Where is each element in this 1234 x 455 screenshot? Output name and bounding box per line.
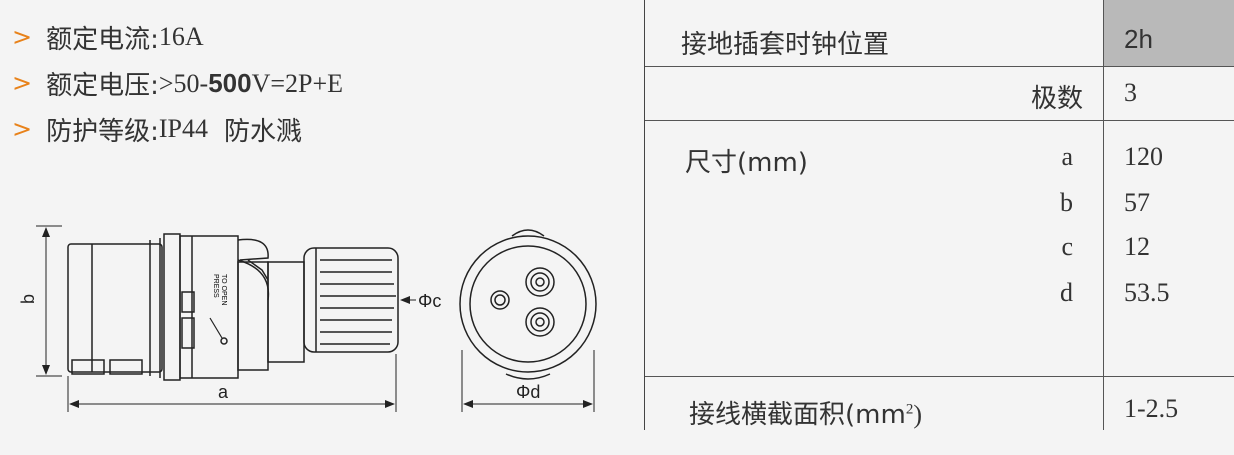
table-row-dimensions: 尺寸(mm) a b c d 120 57 12 53.5 <box>645 120 1234 377</box>
chevron-right-icon: > <box>12 23 33 51</box>
voltage-max: 500 <box>208 67 252 98</box>
poles-label: 极数 <box>1030 84 1083 114</box>
clock-position-value: 2h <box>1124 24 1153 54</box>
chevron-right-icon: > <box>12 115 33 143</box>
dimension-a-label: a <box>218 382 229 402</box>
dimension-c-key: c <box>1061 232 1073 261</box>
spec-note: 防水溅 <box>224 116 303 147</box>
voltage-suffix: V=2P+E <box>251 68 344 98</box>
spec-list: > 额定电流: 16A > 额定电压: >50-500V=2P+E > 防护等级… <box>12 14 343 152</box>
to-open-label: TO OPEN <box>220 274 227 305</box>
dimension-b-label: b <box>18 294 38 304</box>
spec-label: 额定电流: <box>46 24 159 55</box>
table-row-clock-position: 接地插套时钟位置 2h <box>645 0 1234 67</box>
spec-protection-class: > 防护等级: IP44 防水溅 <box>12 106 343 152</box>
poles-value: 3 <box>1124 78 1137 107</box>
spec-rated-current: > 额定电流: 16A <box>12 14 343 60</box>
voltage-range-prefix: >50- <box>158 68 209 98</box>
table-row-wire-cross-section: 接线横截面积(mm2) 1-2.5 <box>645 376 1234 430</box>
dimension-d-label: Φd <box>516 382 540 402</box>
spec-value: 16A <box>158 22 204 51</box>
chevron-right-icon: > <box>12 69 33 97</box>
press-label: PRESS <box>212 274 219 298</box>
wire-cross-section-label: 接线横截面积(mm2) <box>689 400 922 430</box>
dimension-c-label: Φc <box>418 291 441 311</box>
dimension-b-key: b <box>1060 188 1073 217</box>
clock-position-cell: 2h <box>1103 0 1234 66</box>
dimension-a-key: a <box>1061 142 1073 171</box>
table-row-poles: 极数 3 <box>645 66 1234 121</box>
clock-position-label: 接地插套时钟位置 <box>681 30 890 60</box>
dimension-b-value: 57 <box>1124 188 1150 217</box>
dimension-c-value: 12 <box>1124 232 1150 261</box>
dimensions-label: 尺寸(mm) <box>685 148 808 178</box>
dimension-d-value: 53.5 <box>1124 278 1170 307</box>
spec-value: IP44 <box>158 114 208 143</box>
spec-label: 额定电压: <box>46 70 159 101</box>
wire-cross-section-value: 1-2.5 <box>1124 394 1179 423</box>
dimension-a-value: 120 <box>1124 142 1163 171</box>
spec-label: 防护等级: <box>46 116 159 147</box>
spec-rated-voltage: > 额定电压: >50-500V=2P+E <box>12 60 343 106</box>
technical-drawing: b a Φc Φd PRESS TO OPEN <box>18 225 597 412</box>
spec-table: 接地插套时钟位置 2h 极数 3 尺寸(mm) a b c d 120 57 1… <box>644 0 1234 430</box>
spec-value: >50-500V=2P+E <box>159 68 343 99</box>
dimension-d-key: d <box>1060 278 1073 307</box>
